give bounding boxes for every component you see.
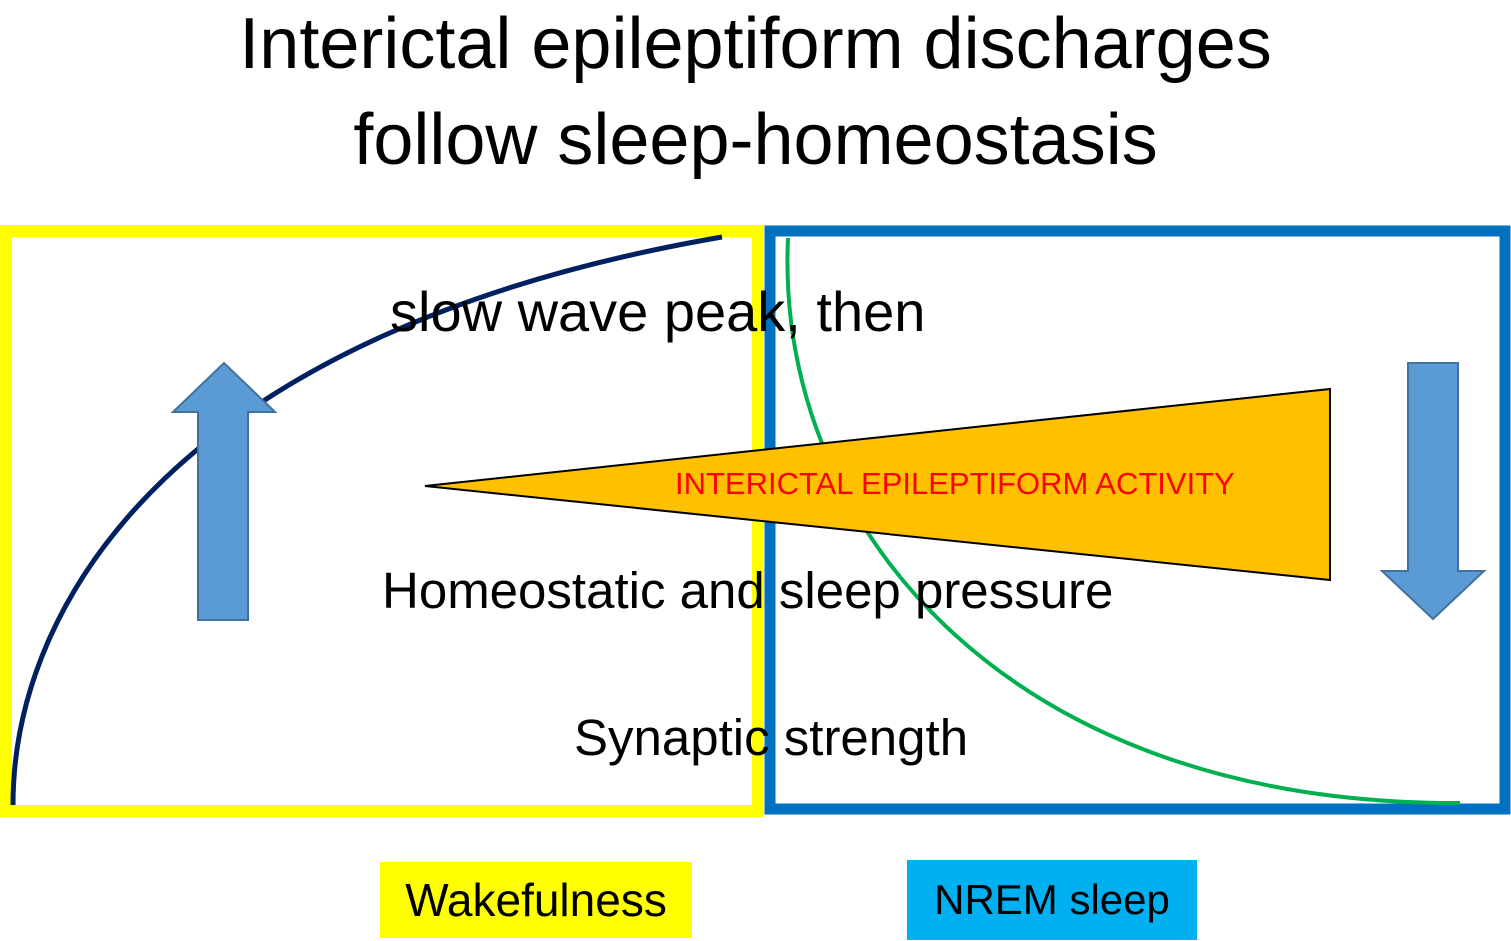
up-arrow-icon bbox=[170, 361, 278, 621]
slide-title-line-2: follow sleep-homeostasis bbox=[353, 100, 1158, 180]
activity-label: INTERICTAL EPILEPTIFORM ACTIVITY bbox=[675, 466, 1235, 501]
wake-rising-curve bbox=[10, 234, 723, 806]
sleep-decay-curve bbox=[785, 237, 1461, 806]
wakefulness-label: Wakefulness bbox=[380, 862, 692, 938]
slide-title-line-1: Interictal epileptiform discharges bbox=[239, 4, 1272, 84]
down-arrow-icon bbox=[1379, 362, 1487, 621]
interictal-activity-wedge bbox=[424, 387, 1331, 582]
slow-wave-text: slow wave peak, then bbox=[390, 280, 926, 343]
synaptic-strength-text: Synaptic strength bbox=[574, 709, 969, 766]
nrem-sleep-label: NREM sleep bbox=[907, 860, 1197, 940]
pressure-text: Homeostatic and sleep pressure bbox=[382, 562, 1114, 619]
